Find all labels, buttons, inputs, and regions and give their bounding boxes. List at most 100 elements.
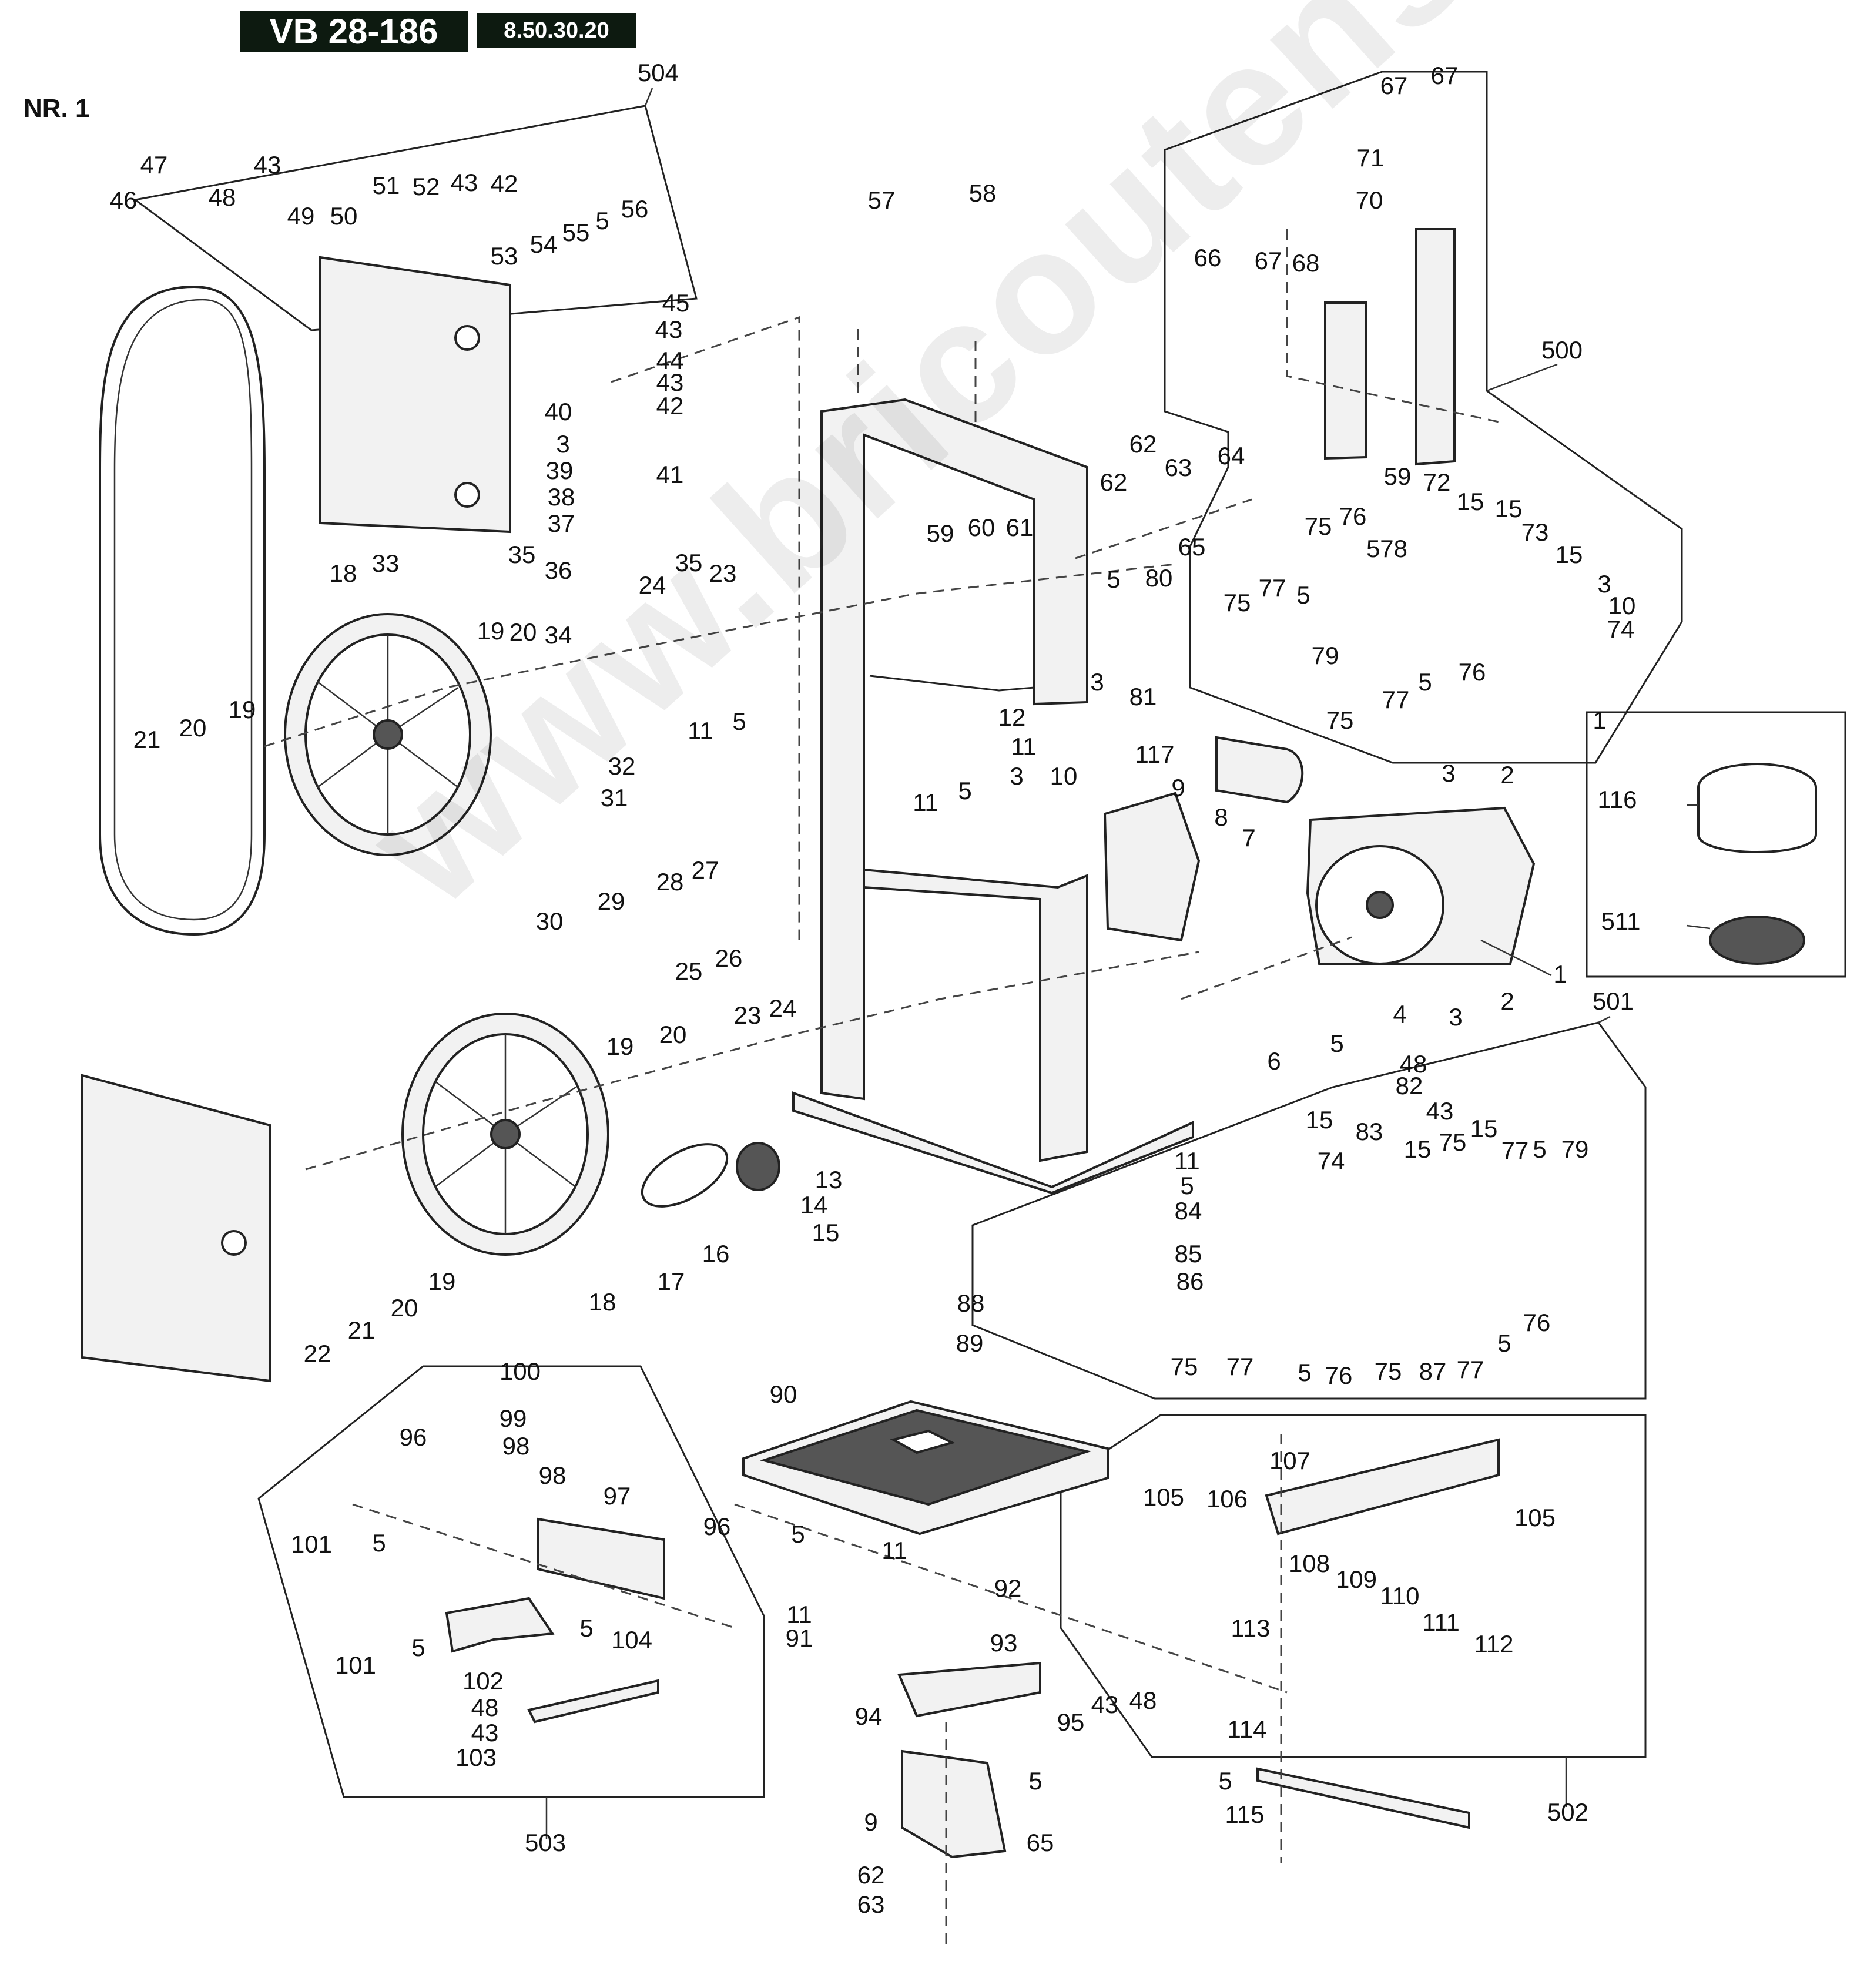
callout-label: 48: [1400, 1050, 1427, 1078]
callout-label: 18: [330, 559, 357, 587]
callout-label: 54: [530, 230, 558, 258]
callout-label: 20: [659, 1021, 687, 1048]
callout-label: 26: [715, 944, 743, 972]
callout-label: 75: [1326, 706, 1354, 734]
callout-label: 5: [1533, 1135, 1546, 1163]
callout-label: 76: [1523, 1309, 1551, 1336]
callout-label: 1: [1593, 706, 1606, 734]
callout-label: 96: [703, 1513, 731, 1540]
rip-fence: [1265, 1438, 1500, 1536]
leader-lines: [545, 88, 1711, 1839]
axis-table: [734, 1503, 1288, 1694]
callout-label: 19: [229, 696, 256, 723]
callout-label: 95: [1057, 1708, 1085, 1736]
axis-miter: [352, 1503, 735, 1629]
table-bracket: [901, 1749, 1007, 1859]
callout-label: 76: [1459, 658, 1486, 686]
callout-label: 42: [656, 392, 684, 420]
callout-label: 27: [692, 856, 719, 884]
callout-label: 103: [455, 1744, 497, 1771]
frame-base: [792, 1091, 1194, 1195]
callout-label: 9: [1171, 774, 1185, 802]
callout-label: 41: [656, 461, 684, 488]
callout-label: 501: [1593, 987, 1634, 1015]
callout-label: 11: [1011, 733, 1037, 760]
callout-label: 91: [786, 1624, 813, 1652]
callout-label: 5: [372, 1529, 386, 1557]
callout-label: 83: [1356, 1118, 1383, 1145]
callout-label: 48: [471, 1694, 499, 1721]
callout-label: 16: [702, 1240, 730, 1268]
callout-label: 105: [1143, 1483, 1184, 1511]
callout-label: 96: [400, 1423, 427, 1451]
callout-label: 97: [604, 1482, 631, 1510]
callout-label: 57: [868, 186, 896, 214]
callout-label: 511: [1601, 907, 1641, 935]
callout-label: 87: [1419, 1357, 1447, 1385]
callout-label: 5: [595, 207, 609, 234]
callout-label: 76: [1339, 502, 1367, 530]
callout-label: 3: [556, 430, 569, 458]
callout-label: 67: [1255, 247, 1282, 274]
callout-label: 43: [655, 316, 683, 343]
callout-label: 48: [1129, 1687, 1157, 1714]
callout-label: 101: [291, 1530, 332, 1558]
group-504-outline: [135, 105, 698, 331]
callout-label: 77: [1501, 1137, 1529, 1164]
callout-label: 60: [968, 514, 995, 541]
brush-wheel: [1709, 916, 1805, 965]
blade-loop: [99, 285, 266, 936]
miter-fence: [537, 1517, 665, 1600]
callout-label: 84: [1175, 1197, 1202, 1225]
sheet-number: NR. 1: [24, 94, 90, 123]
callout-label: 7: [1242, 824, 1255, 851]
callout-label: 39: [546, 457, 574, 484]
callout-label: 5: [579, 1614, 593, 1642]
callout-label: 40: [545, 398, 572, 425]
callout-label: 86: [1176, 1268, 1204, 1295]
callout-label: 503: [525, 1829, 566, 1856]
capacitor: [1215, 736, 1304, 804]
callout-label: 62: [857, 1861, 885, 1889]
callout-label: 6: [1267, 1047, 1281, 1075]
callout-label: 73: [1521, 518, 1549, 546]
callout-label: 55: [562, 219, 590, 246]
callout-label: 106: [1206, 1485, 1248, 1513]
callout-label: 21: [348, 1316, 376, 1344]
callout-label: 11: [786, 1601, 812, 1628]
axis-guide: [611, 316, 800, 940]
callout-label: 72: [1423, 468, 1451, 496]
callout-label: 19: [606, 1032, 634, 1060]
work-table-surface: [759, 1409, 1092, 1506]
callout-label: 70: [1356, 186, 1383, 214]
model-badge: VB 28-186: [240, 11, 468, 52]
callout-label: 500: [1541, 336, 1583, 364]
callout-label: 59: [927, 519, 954, 547]
callout-label: 3: [1449, 1003, 1462, 1031]
callout-label: 504: [638, 59, 679, 86]
miter-gauge: [445, 1597, 555, 1653]
callout-label: 75: [1171, 1353, 1198, 1380]
callout-label: 5: [411, 1634, 425, 1661]
callout-label: 43: [471, 1719, 499, 1746]
callout-label: 47: [140, 151, 168, 179]
callout-label: 15: [1495, 495, 1523, 522]
callout-label: 11: [688, 717, 713, 745]
callout-label: 12: [998, 703, 1026, 731]
table-insert: [890, 1429, 956, 1454]
lower-door-knob-hole: [221, 1230, 247, 1256]
callout-label: 111: [1422, 1608, 1460, 1636]
article-code-badge: 8.50.30.20: [477, 13, 636, 48]
callout-label: 4: [1393, 1000, 1406, 1028]
callout-label: 15: [1470, 1115, 1498, 1142]
callout-label: 92: [994, 1574, 1022, 1602]
motor-shaft: [1366, 891, 1394, 919]
frame-column: [820, 398, 1088, 1101]
callout-label: 15: [1556, 541, 1583, 568]
blade-inner-edge: [113, 299, 253, 921]
callout-label: 63: [1165, 454, 1192, 481]
callout-label: 5: [1218, 1767, 1232, 1795]
fence-rail: [1256, 1767, 1470, 1829]
